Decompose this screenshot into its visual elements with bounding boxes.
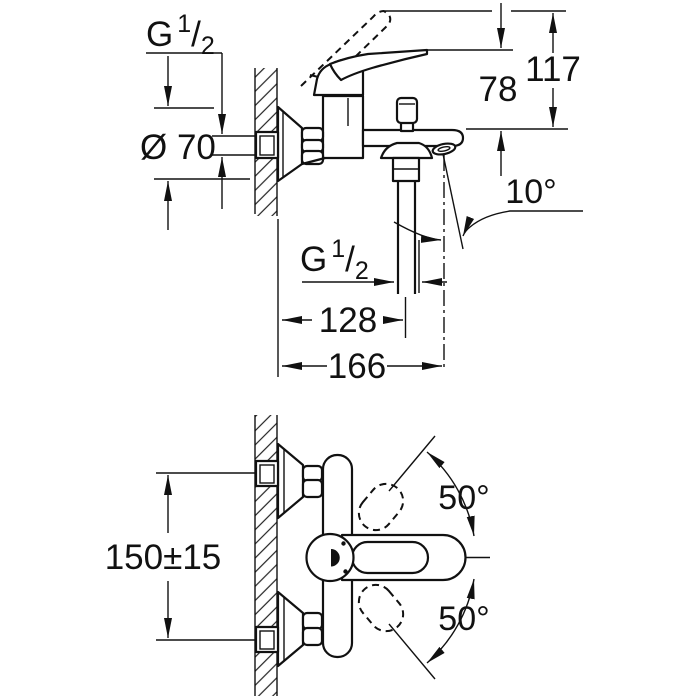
lever-raised-ghost [300,9,392,90]
hose-outlet-hump [379,141,434,160]
dim117-label: 117 [525,50,581,89]
union-nut-lower [301,611,324,631]
lever-hub [305,532,355,583]
dim78-label: 78 [479,70,518,109]
wall-hatching-front [255,415,277,696]
lever-handle-side [328,48,429,82]
spout-angle-line [442,153,464,250]
swing-down-label: 50° [438,600,489,638]
wall-front-view [254,415,278,696]
angle10-label: 10° [505,173,556,211]
angle10-arc [393,221,442,243]
mixer-side-view [254,9,465,294]
escutcheon-upper [276,442,305,520]
wall-union-lower [254,625,280,654]
dim166-label: 166 [328,347,386,386]
wall-union-upper [254,459,280,488]
lever-inner-contour [350,540,430,575]
wall-union-side [254,130,280,160]
angle10-leader [462,210,583,237]
lever-ghost-down [357,583,405,633]
mixer-front-view [254,442,467,668]
union-nut-upper [301,464,324,483]
hub-marker [331,549,340,567]
escutcheon-diameter-label: Ø 70 [140,128,216,167]
dim150-label: 150±15 [105,538,222,577]
front-view: 150±15 50° 50° [105,415,490,696]
mixer-body-side [321,94,365,160]
escutcheon-lower [276,590,305,668]
escutcheon-side [276,105,304,183]
swing-down-arc [426,578,475,664]
diverter-knob [395,96,419,125]
swing-up-arc [426,451,475,537]
spout-outlet [431,142,457,156]
swing-up-line [388,435,436,492]
lever-ghost-up [357,482,405,532]
dim128-label: 128 [319,301,377,340]
swing-up-label: 50° [438,479,489,517]
swing-down-line [388,623,436,680]
